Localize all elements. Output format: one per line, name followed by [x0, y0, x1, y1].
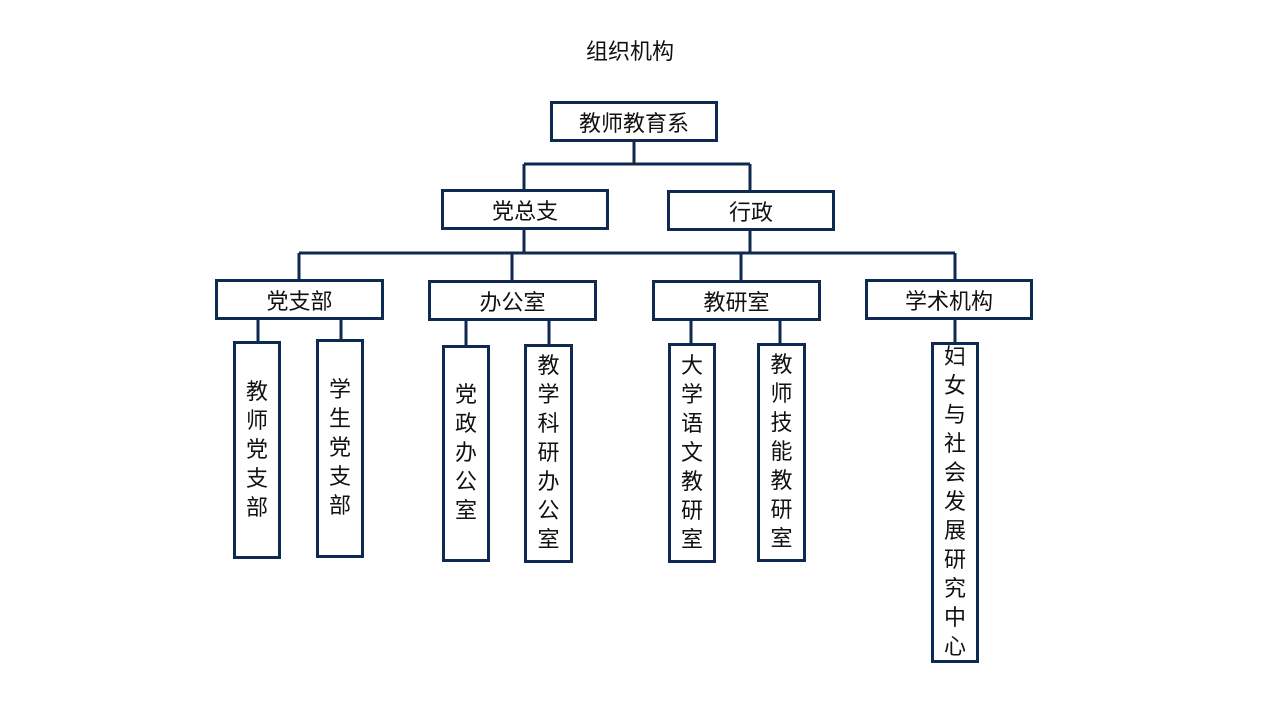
node-teacher-party-branch: 教师党支部 [233, 341, 281, 559]
node-label: 党政办公室 [454, 383, 477, 524]
chart-title: 组织机构 [585, 40, 674, 65]
node-chinese-teaching-section: 大学语文教研室 [668, 343, 716, 563]
node-party-general-branch: 党总支 [441, 189, 609, 230]
node-label: 学生党支部 [328, 378, 351, 519]
node-party-admin-office: 党政办公室 [442, 345, 490, 562]
node-root: 教师教育系 [550, 101, 718, 142]
node-label: 妇女与社会发展研究中心 [943, 345, 966, 660]
node-teaching-research-office: 教学科研办公室 [524, 344, 573, 563]
node-women-social-dev-center: 妇女与社会发展研究中心 [931, 342, 979, 663]
node-label: 教师技能教研室 [770, 353, 793, 552]
node-label: 教学科研办公室 [537, 354, 560, 553]
node-administration: 行政 [667, 190, 835, 231]
node-teacher-skills-section: 教师技能教研室 [757, 343, 806, 562]
node-office: 办公室 [428, 280, 597, 321]
node-label: 大学语文教研室 [680, 353, 703, 553]
node-label: 教师党支部 [245, 379, 268, 521]
node-academic: 学术机构 [865, 279, 1033, 320]
node-party-branch: 党支部 [215, 279, 384, 320]
node-student-party-branch: 学生党支部 [316, 339, 364, 558]
node-teaching-research: 教研室 [652, 280, 821, 321]
